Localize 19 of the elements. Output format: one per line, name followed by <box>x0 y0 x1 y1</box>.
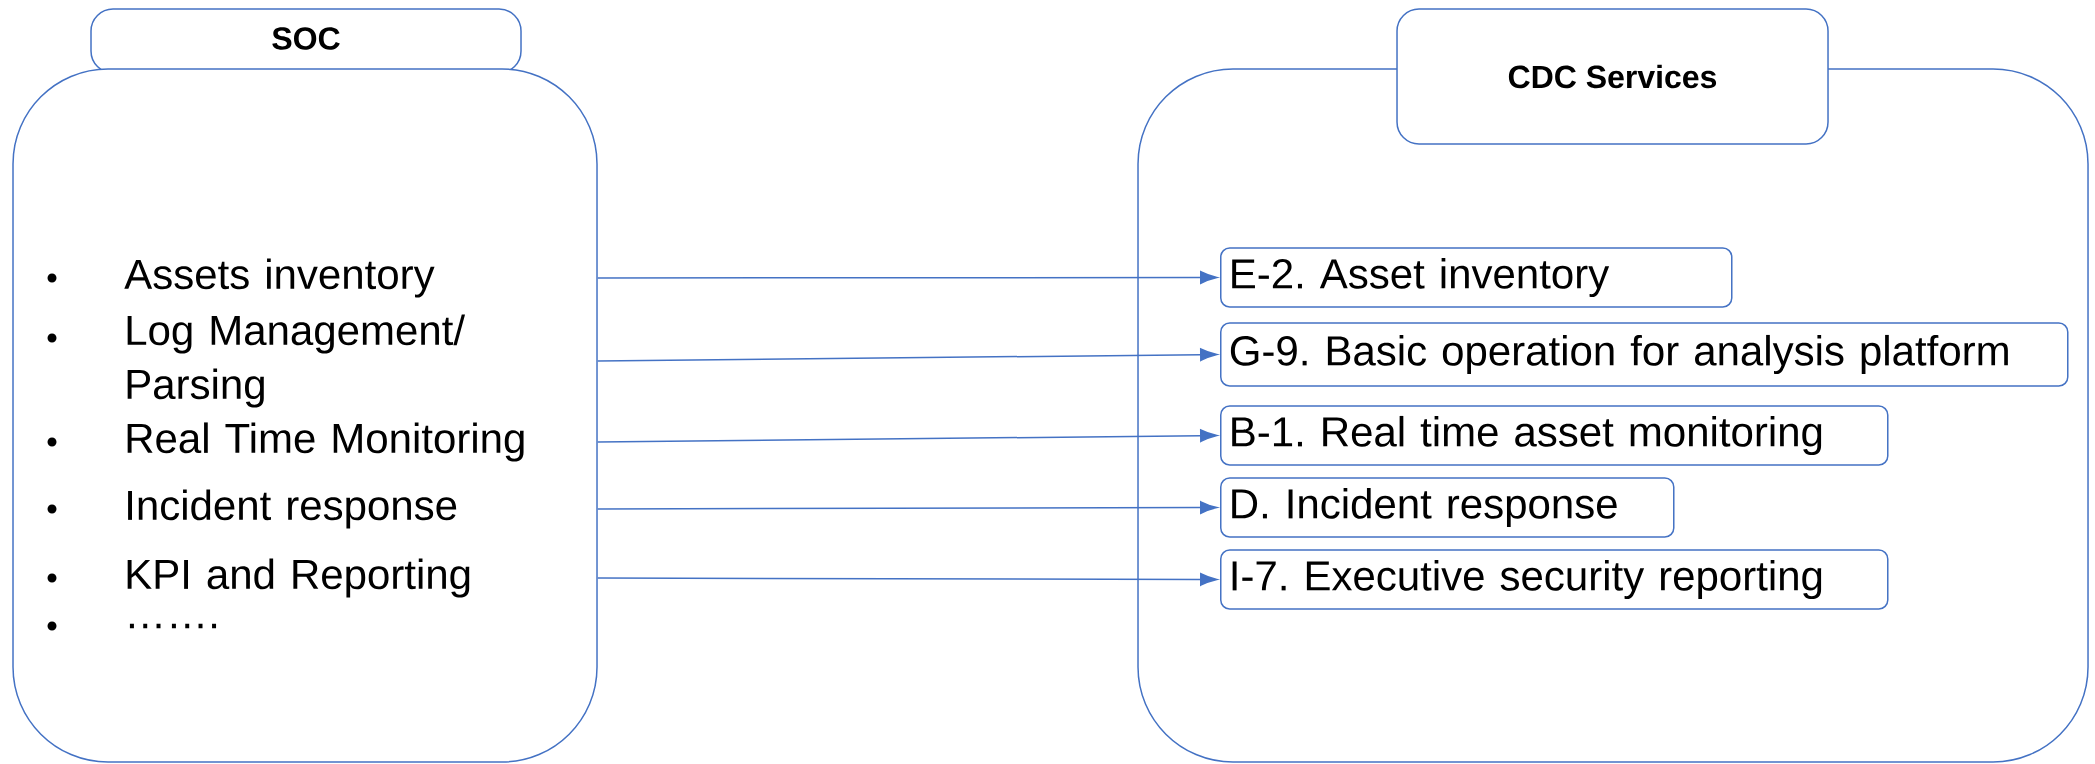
service-box: I-7. Executive security reporting <box>1220 549 1889 610</box>
service-box: G-9. Basic operation for analysis platform <box>1220 322 2069 387</box>
list-item: Real Time Monitoring <box>127 422 524 462</box>
arrow <box>597 501 1218 515</box>
arrow <box>597 429 1218 443</box>
list-item: KPI and Reporting <box>127 558 470 598</box>
arrow <box>597 348 1218 362</box>
list-item: Incident response <box>128 489 457 529</box>
service-box: D. Incident response <box>1220 477 1675 538</box>
list-item: Assets inventory <box>124 258 435 298</box>
title-tab: SOC <box>90 8 522 74</box>
arrow <box>597 573 1218 586</box>
list-item: Log Management/ Parsing <box>127 314 466 408</box>
list-item: ……. <box>129 623 217 629</box>
service-box: E-2. Asset inventory <box>1220 247 1733 308</box>
title-tab: CDC Services <box>1396 8 1829 145</box>
service-box: B-1. Real time asset monitoring <box>1220 405 1889 466</box>
arrow <box>597 271 1218 284</box>
container-box <box>12 68 598 763</box>
